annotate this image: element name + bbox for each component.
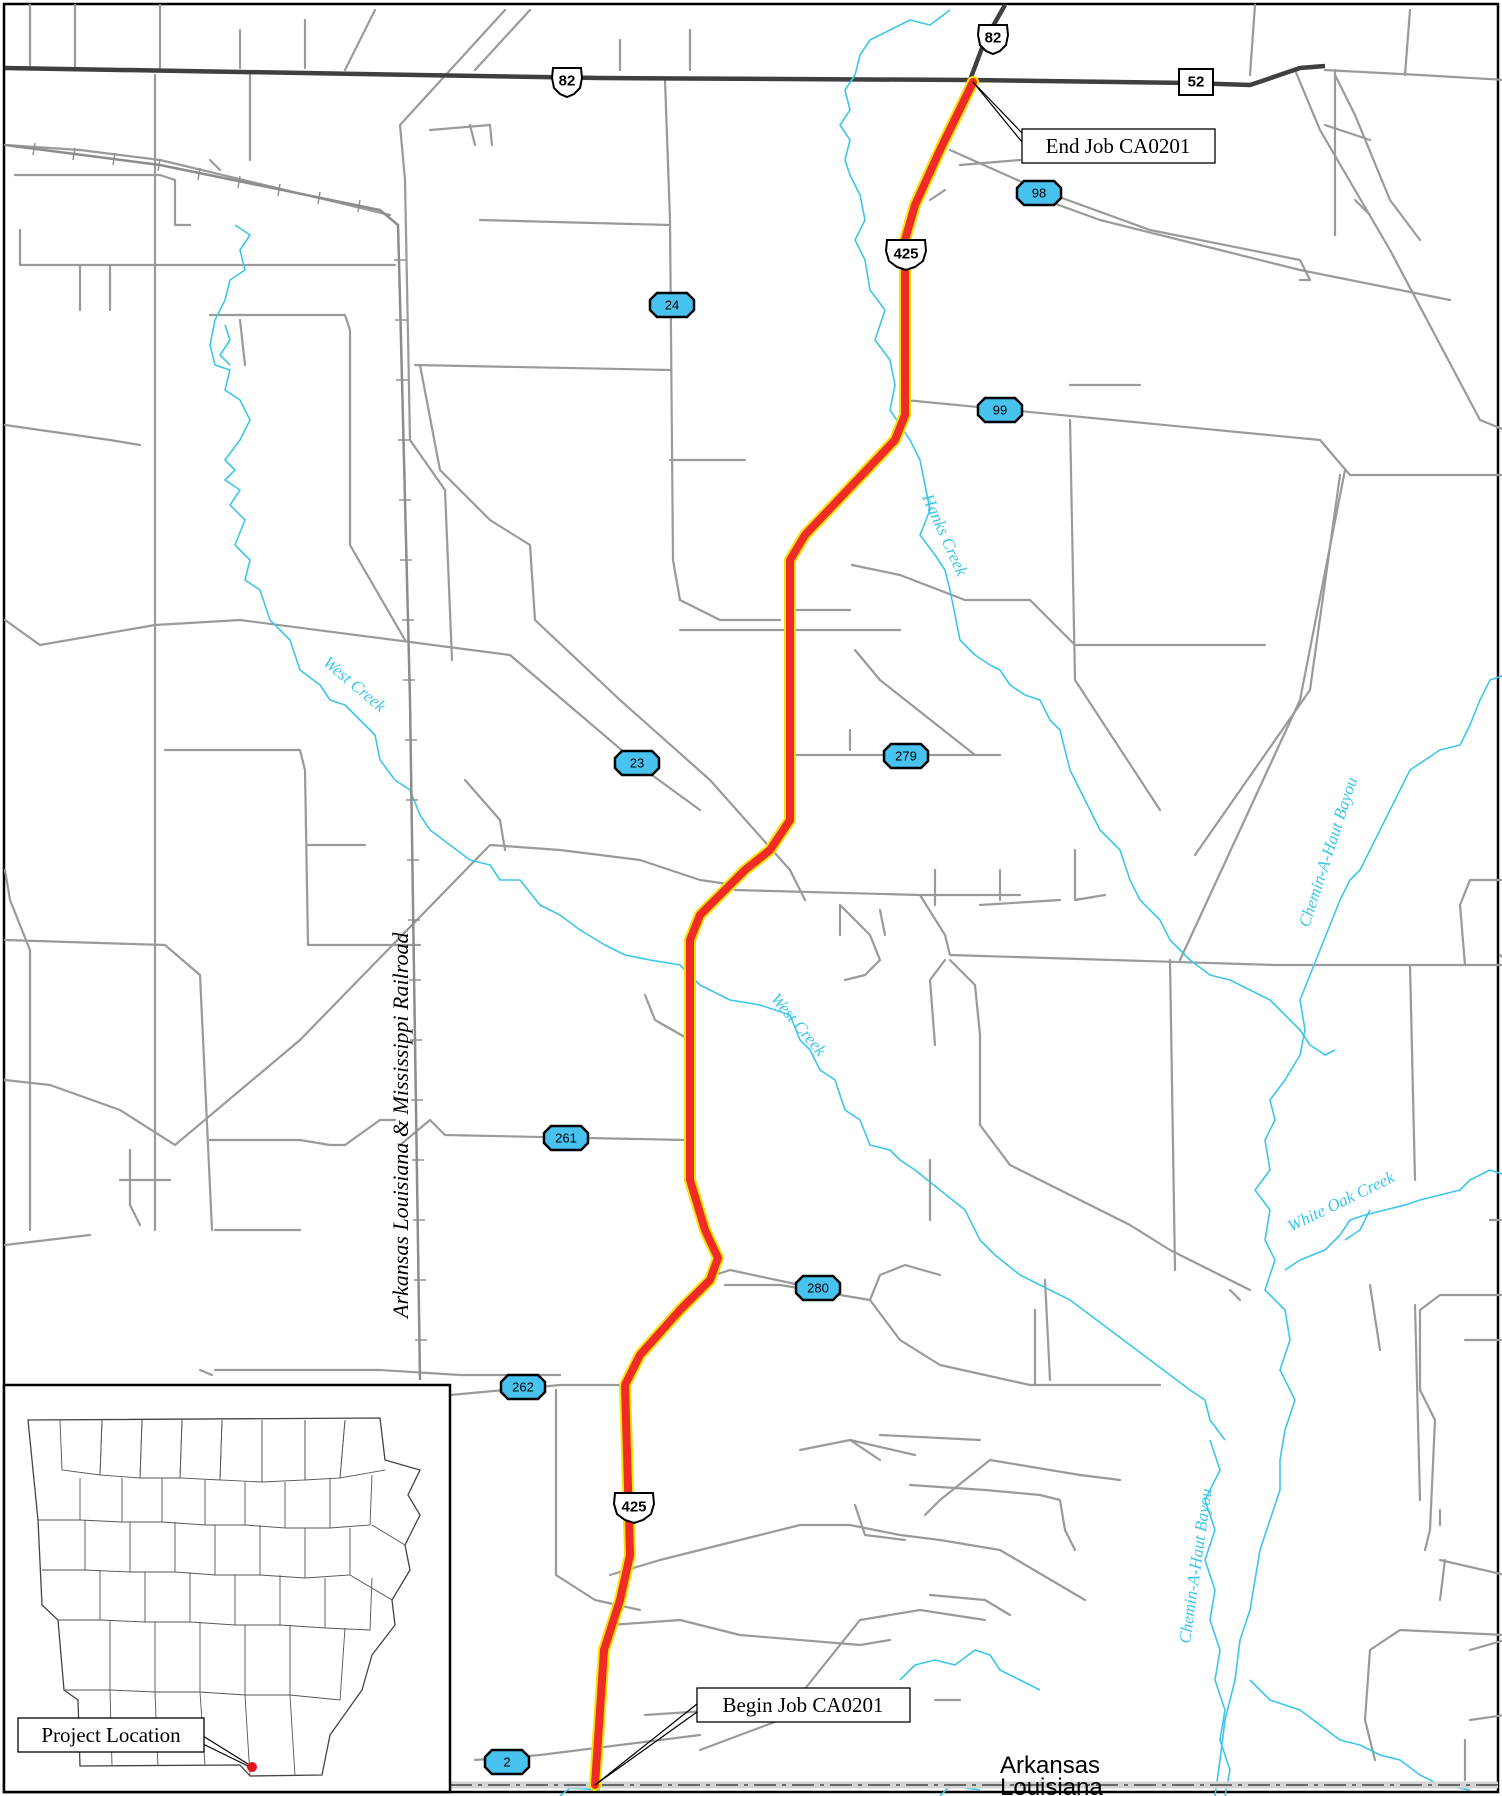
state-shield-23: 23	[613, 749, 661, 777]
shield-label: 262	[512, 1380, 534, 1395]
project-location-dot	[247, 1762, 257, 1772]
shield-label: 23	[630, 756, 644, 771]
state-shield-98: 98	[1015, 179, 1063, 207]
state-label-louisiana: Louisiana	[1000, 1774, 1103, 1796]
project-route	[589, 76, 979, 1791]
streams	[209, 9, 1502, 1796]
state-shield-280: 280	[794, 1274, 842, 1302]
shield-label: 52	[1188, 74, 1205, 91]
us-shield-425-south: 425	[612, 1492, 656, 1525]
route-shield-52: 52	[1178, 68, 1214, 96]
project-location-label: Project Location	[41, 1723, 181, 1747]
callout-begin-job: Begin Job CA0201	[594, 1687, 911, 1786]
state-shield-261: 261	[542, 1124, 590, 1152]
us-shield-425-north: 425	[884, 239, 928, 272]
shield-label: 425	[621, 1499, 646, 1516]
arkansas-outline	[27, 1417, 421, 1777]
state-shield-2: 2	[483, 1748, 531, 1776]
state-shield-279: 279	[882, 742, 930, 770]
shield-label: 279	[895, 749, 917, 764]
railroad-label: Arkansas Louisiana & Mississippi Railroa…	[388, 932, 413, 1320]
callout-begin-text: Begin Job CA0201	[722, 1693, 883, 1717]
callout-end-job: End Job CA0201	[972, 81, 1216, 164]
shield-label: 425	[893, 246, 918, 263]
rail-ticks	[32, 142, 427, 1341]
shield-label: 280	[807, 1281, 829, 1296]
shield-label: 24	[665, 298, 679, 313]
shield-label: 99	[993, 403, 1007, 418]
shield-label: 261	[555, 1131, 577, 1146]
shield-label: 82	[559, 73, 576, 90]
state-shield-262: 262	[499, 1373, 547, 1401]
shield-label: 2	[503, 1755, 510, 1770]
us-shield-82-north: 82	[976, 24, 1010, 56]
shield-label: 98	[1032, 186, 1046, 201]
inset-locator-map: Project Location	[2, 1383, 452, 1794]
state-label-arkansas: Arkansas	[1000, 1752, 1100, 1779]
callout-end-text: End Job CA0201	[1046, 134, 1191, 158]
state-shield-99: 99	[976, 396, 1024, 424]
shield-label: 82	[985, 30, 1002, 47]
state-shield-24: 24	[648, 291, 696, 319]
us-shield-82-west: 82	[550, 67, 584, 99]
county-lines	[38, 1419, 406, 1777]
railroad	[4, 142, 427, 1381]
